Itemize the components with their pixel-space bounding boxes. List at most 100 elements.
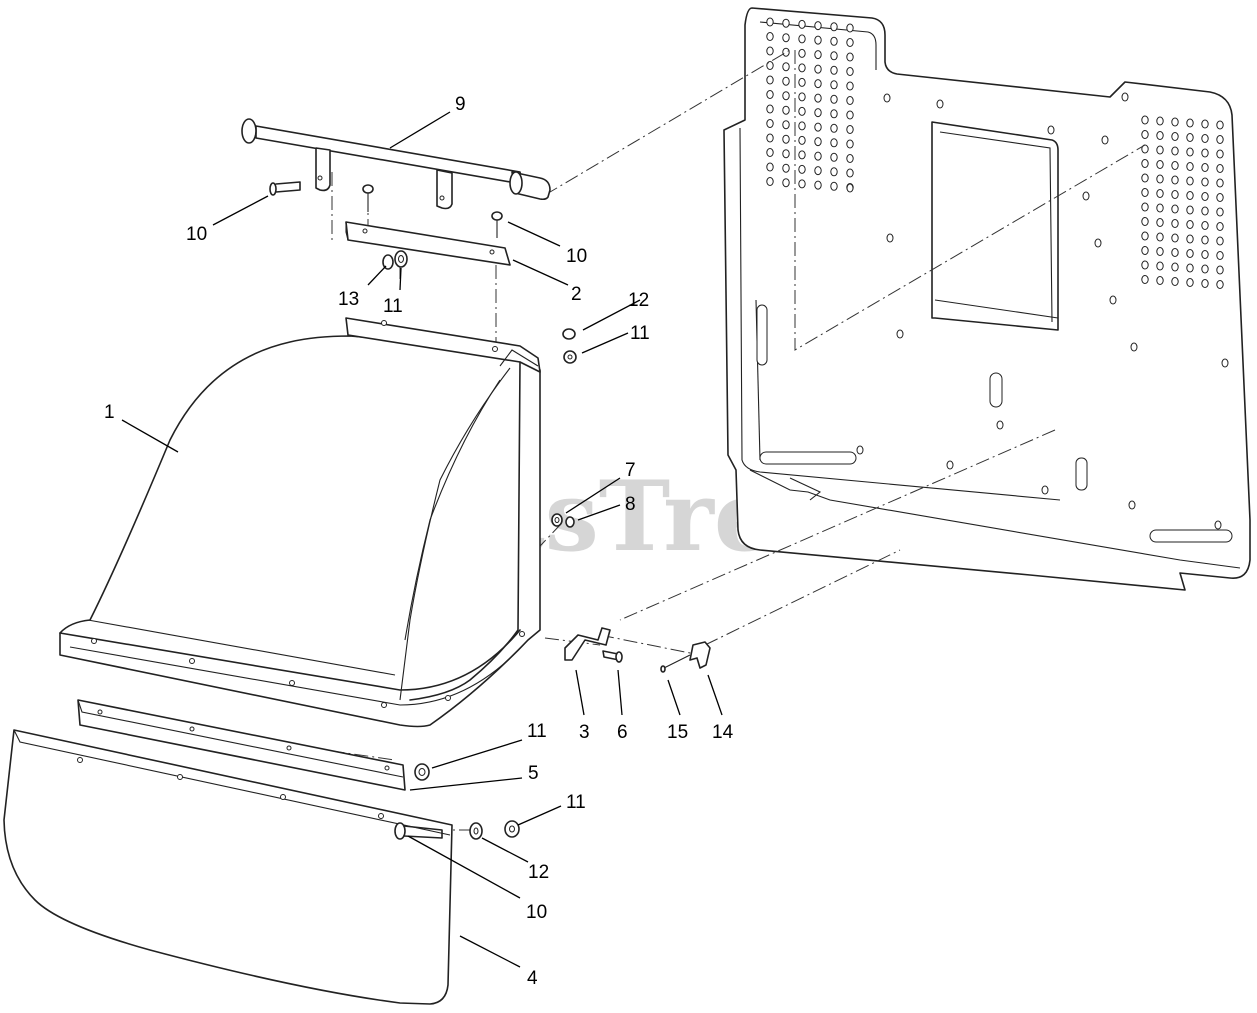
- perforation-hole: [830, 36, 838, 46]
- perforation-hole: [830, 167, 838, 177]
- callout-label: 12: [528, 862, 549, 883]
- callout-label: 10: [186, 224, 207, 245]
- perforation-hole: [830, 138, 838, 148]
- callout-label: 13: [338, 289, 359, 310]
- perforation-hole: [1186, 278, 1194, 287]
- perforation-hole: [1201, 177, 1209, 187]
- perforation-hole: [766, 75, 774, 85]
- perforation-hole: [798, 63, 806, 73]
- perforation-hole: [1216, 207, 1224, 217]
- perforation-hole: [830, 94, 838, 104]
- perforation-hole: [1171, 117, 1179, 127]
- perforation-hole: [814, 79, 822, 89]
- perforation-hole: [1156, 276, 1164, 285]
- perforation-hole: [1156, 261, 1164, 271]
- perforation-hole: [798, 19, 806, 29]
- latch-bracket: [564, 627, 623, 663]
- perforation-hole: [1186, 220, 1194, 229]
- callout-leaders: [121, 111, 723, 968]
- callout-label: 4: [527, 968, 538, 989]
- frame-perforations-right: [1141, 115, 1224, 289]
- pivot-rod: [241, 118, 551, 210]
- latch-plate-and-pin: [660, 641, 711, 673]
- perforation-hole: [1171, 262, 1179, 272]
- perforation-hole: [846, 139, 854, 149]
- perforation-hole: [782, 91, 790, 101]
- perforation-hole: [1156, 174, 1164, 184]
- perforation-hole: [846, 23, 854, 33]
- perforation-hole: [1201, 148, 1209, 158]
- discharge-chute: [59, 317, 541, 728]
- perforation-hole: [846, 67, 854, 76]
- perforation-hole: [846, 154, 854, 163]
- perforation-hole: [1186, 205, 1194, 215]
- perforation-hole: [846, 96, 854, 105]
- perforation-hole: [1186, 162, 1194, 171]
- perforation-hole: [830, 51, 838, 61]
- perforation-hole: [1156, 232, 1164, 242]
- callout-label: 2: [571, 284, 582, 305]
- perforation-hole: [1141, 275, 1149, 284]
- perforation-hole: [830, 109, 838, 119]
- callout-label: 11: [566, 792, 586, 813]
- perforation-hole: [1156, 247, 1164, 256]
- perforation-hole: [766, 162, 774, 172]
- perforation-hole: [1201, 250, 1209, 259]
- perforation-hole: [1171, 219, 1179, 228]
- perforation-hole: [814, 50, 822, 60]
- perforation-hole: [798, 150, 806, 160]
- perforation-hole: [830, 123, 838, 133]
- perforation-hole: [1216, 222, 1224, 231]
- perforation-hole: [782, 134, 790, 144]
- mounting-bracket: [345, 221, 511, 266]
- perforation-hole: [1186, 249, 1194, 258]
- perforation-hole: [766, 119, 774, 128]
- perforation-hole: [1186, 191, 1194, 200]
- perforation-hole: [1171, 204, 1179, 214]
- perforation-hole: [1156, 116, 1164, 126]
- perforation-hole: [766, 104, 774, 114]
- washer-nut-pair-left: [382, 250, 408, 270]
- perforation-hole: [766, 148, 774, 157]
- perforation-hole: [1201, 134, 1209, 143]
- perforation-hole: [1216, 193, 1224, 202]
- perforation-hole: [782, 62, 790, 72]
- perforation-hole: [1201, 221, 1209, 230]
- perforation-hole: [798, 179, 806, 189]
- perforation-hole: [782, 120, 790, 130]
- perforation-hole: [782, 76, 790, 86]
- perforation-hole: [846, 38, 854, 47]
- perforation-hole: [782, 47, 790, 57]
- perforation-hole: [814, 122, 822, 132]
- perforation-hole: [830, 22, 838, 32]
- perforation-hole: [814, 108, 822, 118]
- perforation-hole: [1201, 235, 1209, 245]
- perforation-hole: [1171, 248, 1179, 257]
- perforation-hole: [782, 163, 790, 173]
- perforation-hole: [1186, 118, 1194, 128]
- perforation-hole: [1171, 233, 1179, 243]
- perforation-hole: [814, 151, 822, 161]
- callout-label: 12: [628, 290, 649, 311]
- frame-perforations-left: [766, 17, 854, 192]
- perforation-hole: [1216, 135, 1224, 144]
- mounting-strip: [77, 699, 430, 791]
- perforation-hole: [798, 34, 806, 44]
- perforation-hole: [846, 52, 854, 62]
- clevis-pins-top: [269, 181, 503, 238]
- perforation-hole: [1141, 260, 1149, 270]
- frame-plate: [723, 7, 1251, 591]
- perforation-hole: [766, 32, 774, 41]
- perforation-hole: [798, 92, 806, 102]
- callout-label: 5: [528, 763, 539, 784]
- perforation-hole: [1201, 163, 1209, 172]
- perforation-hole: [1186, 176, 1194, 186]
- perforation-hole: [1186, 133, 1194, 142]
- perforation-hole: [1216, 280, 1224, 289]
- perforation-hole: [814, 137, 822, 147]
- perforation-hole: [1156, 218, 1164, 227]
- perforation-hole: [846, 125, 854, 134]
- perforation-hole: [1216, 149, 1224, 159]
- perforation-hole: [1216, 265, 1224, 275]
